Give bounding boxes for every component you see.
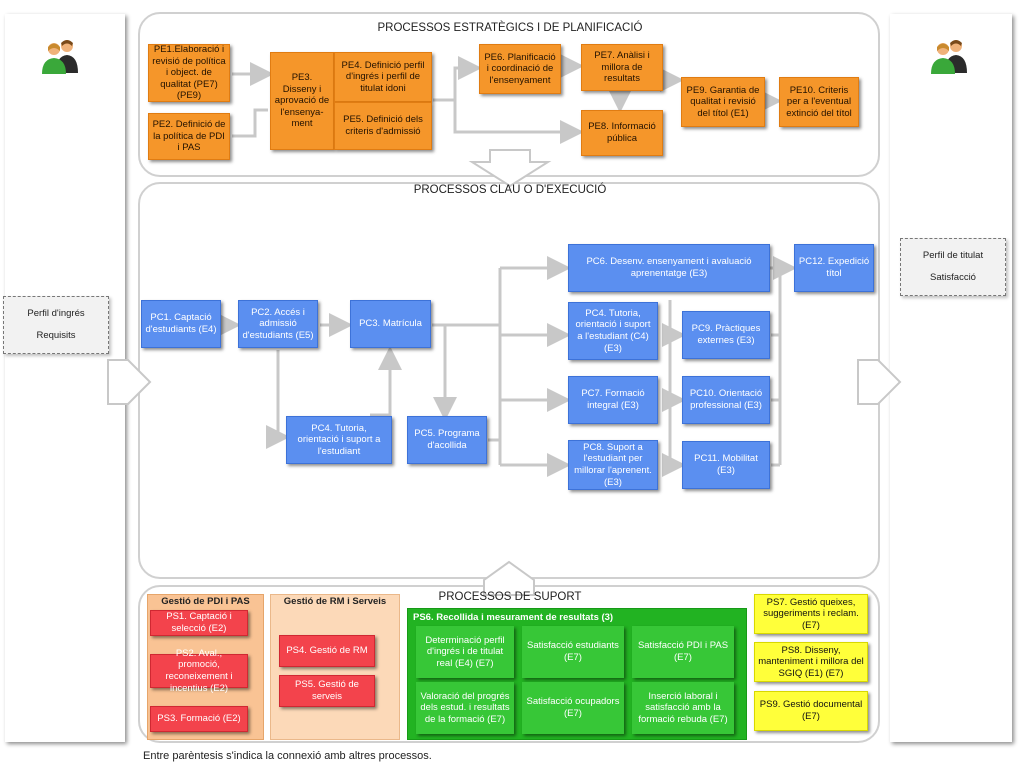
rm-group-title: Gestió de RM i Serveis [283, 596, 387, 607]
process-pc10[interactable]: PC10. Orientació professional (E3) [682, 376, 770, 424]
process-pc9[interactable]: PC9. Pràctiques externes (E3) [682, 311, 770, 359]
process-pe3[interactable]: PE3. Disseny i aprovació de l'ensenya-me… [270, 52, 334, 150]
ps6-cell: Determinació perfil d'ingrés i de titula… [416, 626, 514, 678]
process-ps3[interactable]: PS3. Formació (E2) [150, 706, 248, 732]
process-ps8[interactable]: PS8. Disseny, manteniment i millora del … [754, 642, 868, 682]
process-ps5[interactable]: PS5. Gestió de serveis [279, 675, 375, 707]
process-pc1[interactable]: PC1. Captació d'estudiants (E4) [141, 300, 221, 348]
input-profile: Perfil d'ingrés Requisits [3, 296, 109, 354]
hr-group-title: Gestió de PDI i PAS [161, 596, 250, 607]
key-title: PROCESSOS CLAU O D'EXECUCIÓ [413, 184, 607, 196]
users-icon [928, 37, 972, 80]
output-satisfaction-label: Satisfacció [930, 272, 976, 283]
ps6-cell: Valoració del progrés dels estud. i resu… [416, 682, 514, 734]
process-pc6[interactable]: PC6. Desenv. ensenyament i avaluació apr… [568, 244, 770, 292]
ps6-cell: Satisfacció PDI i PAS (E7) [632, 626, 734, 678]
ps6-title: PS6. Recollida i mesurament de resultats… [413, 612, 614, 623]
input-requirements-label: Requisits [36, 330, 76, 341]
support-title: PROCESSOS DE SUPORT [438, 591, 582, 603]
strategic-title: PROCESSOS ESTRATÈGICS I DE PLANIFICACIÓ [377, 22, 643, 34]
process-pe4[interactable]: PE4. Definició perfil d'ingrés i perfil … [334, 52, 432, 102]
process-pe5[interactable]: PE5. Definició dels criteris d'admissió [334, 102, 432, 150]
users-icon [39, 37, 83, 80]
process-pc4-tutoring[interactable]: PC4. Tutoria, orientació i suport a l'es… [286, 416, 392, 464]
process-pc4-support[interactable]: PC4. Tutoria, orientació i suport a l'es… [568, 302, 658, 360]
footnote: Entre parèntesis s'indica la connexió am… [143, 750, 432, 762]
ps6-cell: Satisfacció estudiants (E7) [522, 626, 624, 678]
process-pe6[interactable]: PE6. Planificació i coordinació de l'ens… [479, 44, 561, 94]
process-pe1[interactable]: PE1.Elaboració i revisió de política i o… [148, 44, 230, 102]
input-profile-label: Perfil d'ingrés [27, 308, 85, 320]
rm-group [270, 594, 400, 740]
process-pc8[interactable]: PC8. Suport a l'estudiant per millorar l… [568, 440, 658, 490]
right-column [890, 14, 1012, 742]
process-ps9[interactable]: PS9. Gestió documental (E7) [754, 691, 868, 731]
process-pe9[interactable]: PE9. Garantia de qualitat i revisió del … [681, 77, 765, 127]
ps6-cell: Inserció laboral i satisfacció amb la fo… [632, 682, 734, 734]
process-pc7[interactable]: PC7. Formació integral (E3) [568, 376, 658, 424]
process-pc11[interactable]: PC11. Mobilitat (E3) [682, 441, 770, 489]
process-ps1[interactable]: PS1. Captació i selecció (E2) [150, 610, 248, 636]
process-pc5[interactable]: PC5. Programa d'acollida [407, 416, 487, 464]
process-pc3[interactable]: PC3. Matrícula [350, 300, 431, 348]
process-pe10[interactable]: PE10. Criteris per a l'eventual extinció… [779, 77, 859, 127]
output-profile: Perfil de titulat Satisfacció [900, 238, 1006, 296]
process-pc12[interactable]: PC12. Expedició títol [794, 244, 874, 292]
left-column [5, 14, 125, 742]
process-pe2[interactable]: PE2. Definició de la política de PDI i P… [148, 113, 230, 160]
process-ps4[interactable]: PS4. Gestió de RM [279, 635, 375, 667]
ps6-cell: Satisfacció ocupadors (E7) [522, 682, 624, 734]
process-ps2[interactable]: PS2. Aval., promoció, reconeixement i in… [150, 648, 248, 694]
output-profile-label: Perfil de titulat [922, 250, 984, 262]
process-pe7[interactable]: PE7. Anàlisi i millora de resultats [581, 44, 663, 91]
process-pe8[interactable]: PE8. Informació pública [581, 110, 663, 156]
process-ps7[interactable]: PS7. Gestió queixes, suggeriments i recl… [754, 594, 868, 634]
process-pc2[interactable]: PC2. Accés i admissió d'estudiants (E5) [238, 300, 318, 348]
